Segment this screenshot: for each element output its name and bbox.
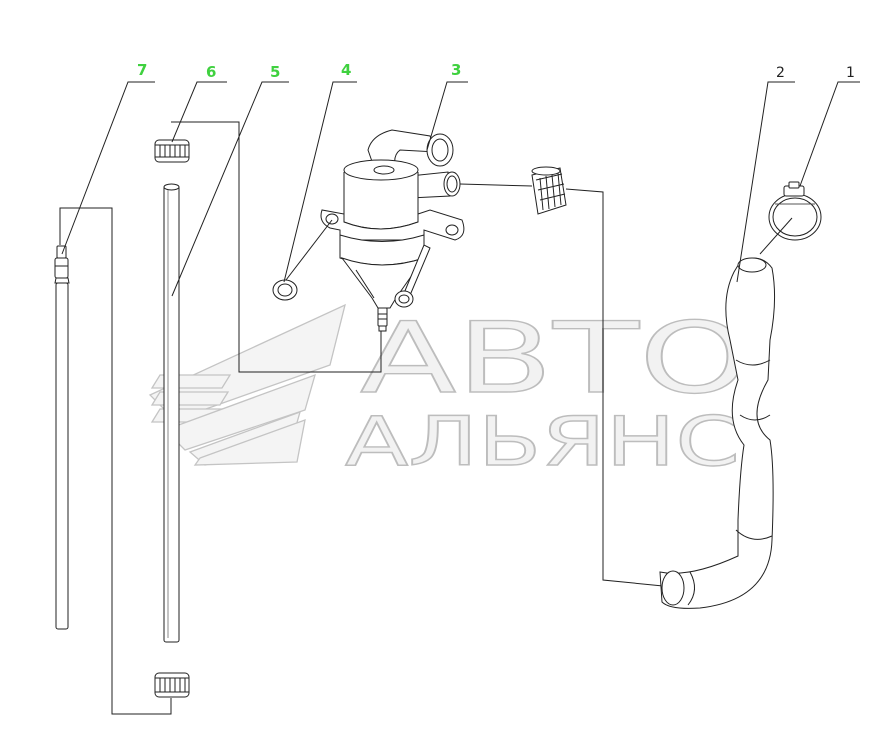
part-7-tube bbox=[54, 245, 70, 630]
outlet-sleeve-ring bbox=[531, 166, 567, 215]
callout-labels: 1 2 3 4 5 6 7 bbox=[137, 61, 855, 81]
connector-tube-lower-ring bbox=[59, 207, 172, 715]
callout-2: 2 bbox=[776, 65, 785, 81]
watermark-line2: АЛЬЯНС bbox=[345, 403, 740, 482]
watermark: АВТО АЛЬЯНС bbox=[148, 301, 751, 483]
connector-outlet-hose bbox=[459, 183, 533, 187]
part-6-ring-lower bbox=[154, 672, 190, 698]
leader-1 bbox=[799, 81, 860, 187]
leader-5 bbox=[171, 81, 289, 297]
part-2-hose bbox=[659, 257, 776, 609]
part-1-clamp bbox=[768, 181, 822, 241]
connector-ring-hose bbox=[565, 188, 664, 587]
leader-3 bbox=[426, 81, 468, 151]
callout-4: 4 bbox=[341, 61, 351, 79]
leader-2b bbox=[759, 217, 793, 255]
part-3-separator bbox=[320, 129, 465, 332]
callout-3: 3 bbox=[451, 61, 461, 79]
part-6-ring-upper bbox=[154, 139, 190, 163]
leader-2 bbox=[736, 81, 795, 283]
leader-4b bbox=[285, 219, 333, 281]
callout-6: 6 bbox=[206, 63, 216, 81]
callout-1: 1 bbox=[846, 65, 855, 81]
part-5-rod bbox=[163, 183, 180, 643]
leader-6 bbox=[171, 81, 227, 143]
leader-7 bbox=[61, 81, 155, 255]
connector-upper-ring bbox=[171, 121, 382, 373]
callout-7: 7 bbox=[137, 61, 147, 79]
connector-lines bbox=[59, 121, 664, 715]
callout-5: 5 bbox=[270, 63, 280, 81]
leader-4 bbox=[283, 81, 357, 283]
watermark-line1: АВТО bbox=[360, 302, 750, 416]
leader-lines bbox=[61, 81, 860, 297]
part-4-cap bbox=[272, 279, 298, 301]
